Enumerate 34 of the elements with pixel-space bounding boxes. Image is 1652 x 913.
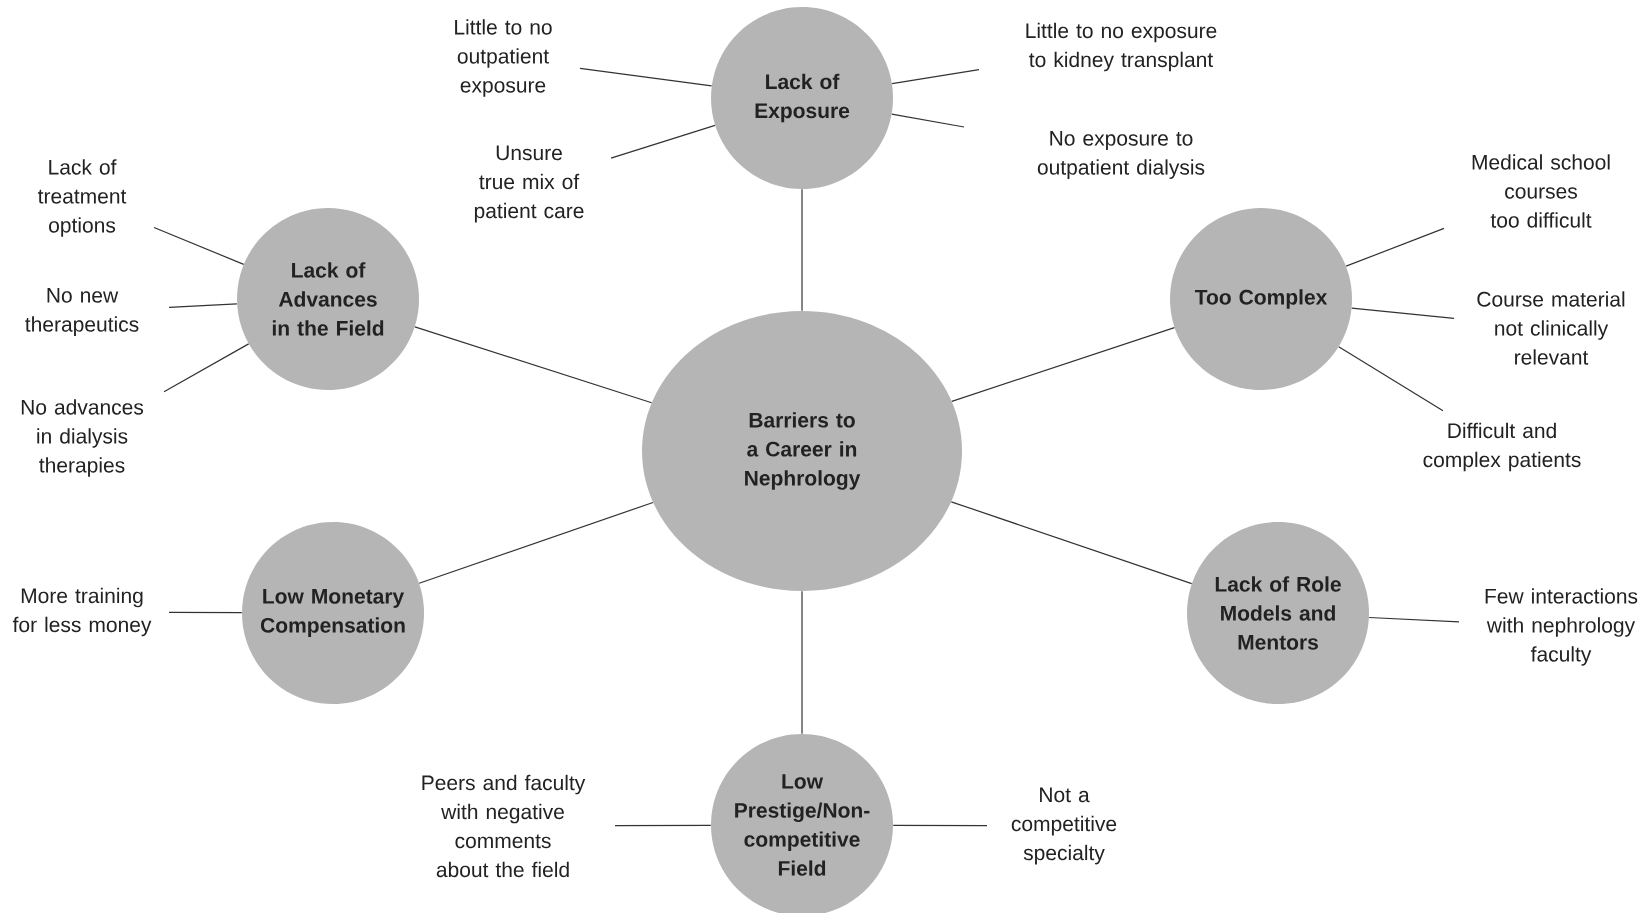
barrier-text: More training for less money	[12, 587, 152, 637]
barrier-text: Unsure true mix of patient care	[474, 145, 584, 223]
barrier-text: Little to no outpatient exposure	[455, 19, 552, 97]
connector-line	[801, 188, 803, 312]
connector-line	[891, 69, 980, 85]
connector-line	[891, 113, 965, 128]
barrier-text: Medical school courses too difficult	[1472, 154, 1610, 228]
barrier-text: No new therapeutics	[25, 288, 139, 336]
connector-line	[1345, 227, 1445, 267]
connector-line	[163, 343, 250, 393]
connector-line	[610, 124, 716, 159]
connector-line	[579, 67, 713, 87]
connector-line	[153, 226, 245, 265]
barrier-text: Little to no exposure to kidney transplant	[1026, 22, 1217, 72]
connector-line	[418, 501, 654, 584]
connector-line	[168, 611, 243, 614]
barrier-text: No exposure to outpatient dialysis	[1037, 131, 1205, 179]
barrier-text: Not a competitive specialty	[1011, 787, 1117, 865]
connector-line	[950, 501, 1193, 585]
connector-line	[1351, 307, 1455, 319]
connector-line	[414, 326, 653, 404]
connector-line	[951, 327, 1176, 402]
barrier-text: Lack of treatment options	[37, 159, 127, 237]
connector-line	[801, 590, 803, 735]
connector-line	[1338, 346, 1444, 412]
connector-line	[892, 824, 988, 827]
barrier-text: Difficult and complex patients	[1423, 422, 1581, 472]
barrier-text: No advances in dialysis therapies	[21, 399, 144, 477]
barrier-text: Peers and faculty with negative comments about the field	[422, 774, 586, 878]
connector-line	[168, 303, 238, 308]
connector-line	[614, 824, 712, 827]
barrier-text: Few interactions with nephrology faculty	[1485, 588, 1638, 666]
barrier-text: Course material not clinically relevant	[1477, 291, 1625, 365]
connector-line	[1368, 616, 1460, 623]
